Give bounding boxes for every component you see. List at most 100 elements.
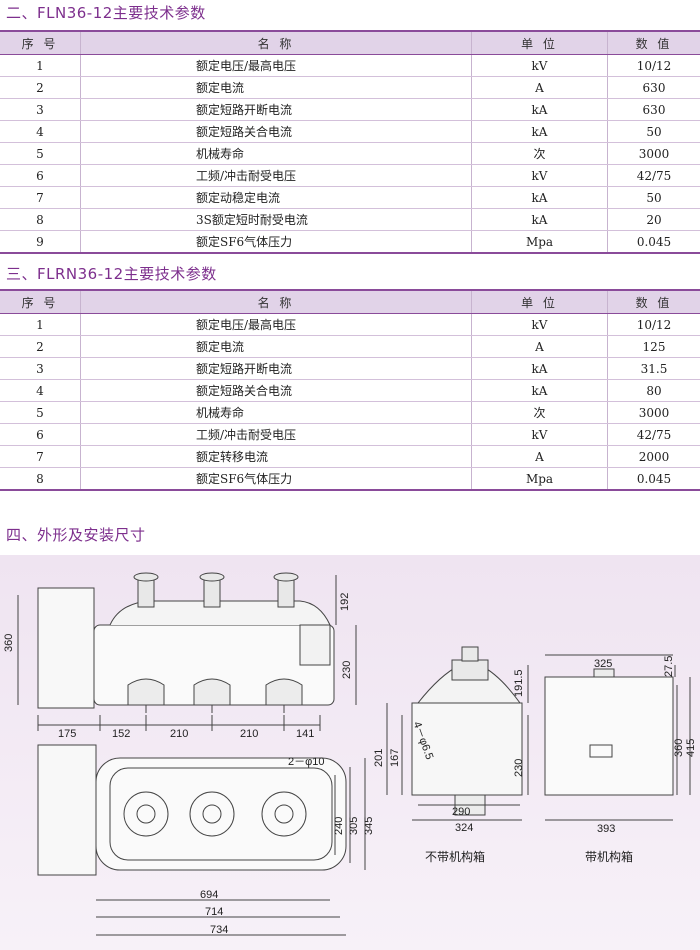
cell-value: 42/75 [607, 164, 700, 187]
dimension-drawings: 360 192 230 175 152 210 210 141 2－φ10 24… [3, 572, 697, 936]
cell-name: 额定转移电流 [80, 445, 472, 468]
cell-no: 5 [0, 142, 81, 165]
cell-name: 额定SF6气体压力 [80, 467, 472, 491]
cell-no: 8 [0, 208, 81, 231]
dim-front-w3: 210 [170, 728, 188, 740]
dim-front-w2: 152 [112, 728, 130, 740]
dim-front-side: 230 [341, 661, 353, 679]
col-no-header: 序 号 [0, 30, 81, 55]
cell-value: 42/75 [607, 423, 700, 446]
cell-value: 20 [607, 208, 700, 231]
caption-without-box: 不带机构箱 [425, 850, 486, 864]
cell-value: 0.045 [607, 230, 700, 254]
caption-with-box: 带机构箱 [585, 850, 634, 864]
cell-name: 额定电压/最高电压 [80, 54, 472, 77]
dim-top-w3: 734 [210, 924, 228, 936]
dim-top-holes: 2－φ10 [288, 756, 325, 768]
section2-heading: 二、FLN36-12主要技术参数 [6, 4, 206, 22]
dim-box-w2: 393 [597, 823, 615, 835]
cell-value: 630 [607, 76, 700, 99]
dim-box-h1: 360 [673, 739, 685, 757]
cell-name: 工频/冲击耐受电压 [80, 423, 472, 446]
cell-unit: kA [471, 357, 608, 380]
cell-no: 3 [0, 98, 81, 121]
cell-no: 5 [0, 401, 81, 424]
table-header-row: 序 号 名 称 单 位 数 值 [0, 30, 700, 55]
cell-unit: kV [471, 313, 608, 336]
cell-unit: A [471, 335, 608, 358]
dim-side-w1: 290 [452, 806, 470, 818]
dim-box-top: 27.5 [663, 656, 675, 677]
section4-heading: 四、外形及安装尺寸 [6, 526, 146, 544]
cell-value: 10/12 [607, 313, 700, 336]
cell-value: 0.045 [607, 467, 700, 491]
cell-unit: kV [471, 423, 608, 446]
dim-front-w4: 210 [240, 728, 258, 740]
cell-value: 10/12 [607, 54, 700, 77]
cell-unit: 次 [471, 142, 608, 165]
cell-value: 3000 [607, 401, 700, 424]
col-unit-header: 单 位 [471, 289, 608, 314]
cell-unit: Mpa [471, 467, 608, 491]
cell-name: 额定短路开断电流 [80, 98, 472, 121]
cell-unit: A [471, 445, 608, 468]
cell-value: 80 [607, 379, 700, 402]
side-view-drawing [386, 646, 529, 821]
cell-unit: kV [471, 54, 608, 77]
cell-no: 1 [0, 313, 81, 336]
cell-no: 2 [0, 335, 81, 358]
cell-name: 额定电压/最高电压 [80, 313, 472, 336]
cell-value: 125 [607, 335, 700, 358]
cell-unit: kA [471, 208, 608, 231]
cell-no: 8 [0, 467, 81, 491]
dim-top-h2: 305 [348, 817, 360, 835]
top-view-drawing [37, 744, 366, 936]
cell-no: 9 [0, 230, 81, 254]
cell-no: 6 [0, 164, 81, 187]
cell-unit: 次 [471, 401, 608, 424]
cell-name: 额定电流 [80, 76, 472, 99]
dim-side-h4: 230 [513, 759, 525, 777]
cell-no: 3 [0, 357, 81, 380]
cell-no: 7 [0, 445, 81, 468]
dim-front-w5: 141 [296, 728, 314, 740]
cell-name: 额定短路关合电流 [80, 120, 472, 143]
dim-box-w: 325 [594, 658, 612, 670]
cell-no: 6 [0, 423, 81, 446]
col-name-header: 名 称 [80, 30, 472, 55]
dim-side-w2: 324 [455, 822, 473, 834]
cell-name: 额定电流 [80, 335, 472, 358]
dim-top-w1: 694 [200, 889, 218, 901]
col-unit-header: 单 位 [471, 30, 608, 55]
cell-name: 机械寿命 [80, 401, 472, 424]
cell-no: 4 [0, 379, 81, 402]
col-no-header: 序 号 [0, 289, 81, 314]
dim-side-h1: 201 [373, 749, 385, 767]
cell-no: 1 [0, 54, 81, 77]
cell-unit: Mpa [471, 230, 608, 254]
cell-name: 工频/冲击耐受电压 [80, 164, 472, 187]
mechanism-box-drawing [544, 654, 691, 821]
dim-side-h3: 191.5 [513, 669, 525, 697]
cell-name: 额定短路关合电流 [80, 379, 472, 402]
section3-heading: 三、FLRN36-12主要技术参数 [6, 265, 217, 283]
cell-no: 2 [0, 76, 81, 99]
cell-value: 50 [607, 186, 700, 209]
dim-front-w1: 175 [58, 728, 76, 740]
cell-unit: kA [471, 379, 608, 402]
cell-unit: kV [471, 164, 608, 187]
col-name-header: 名 称 [80, 289, 472, 314]
